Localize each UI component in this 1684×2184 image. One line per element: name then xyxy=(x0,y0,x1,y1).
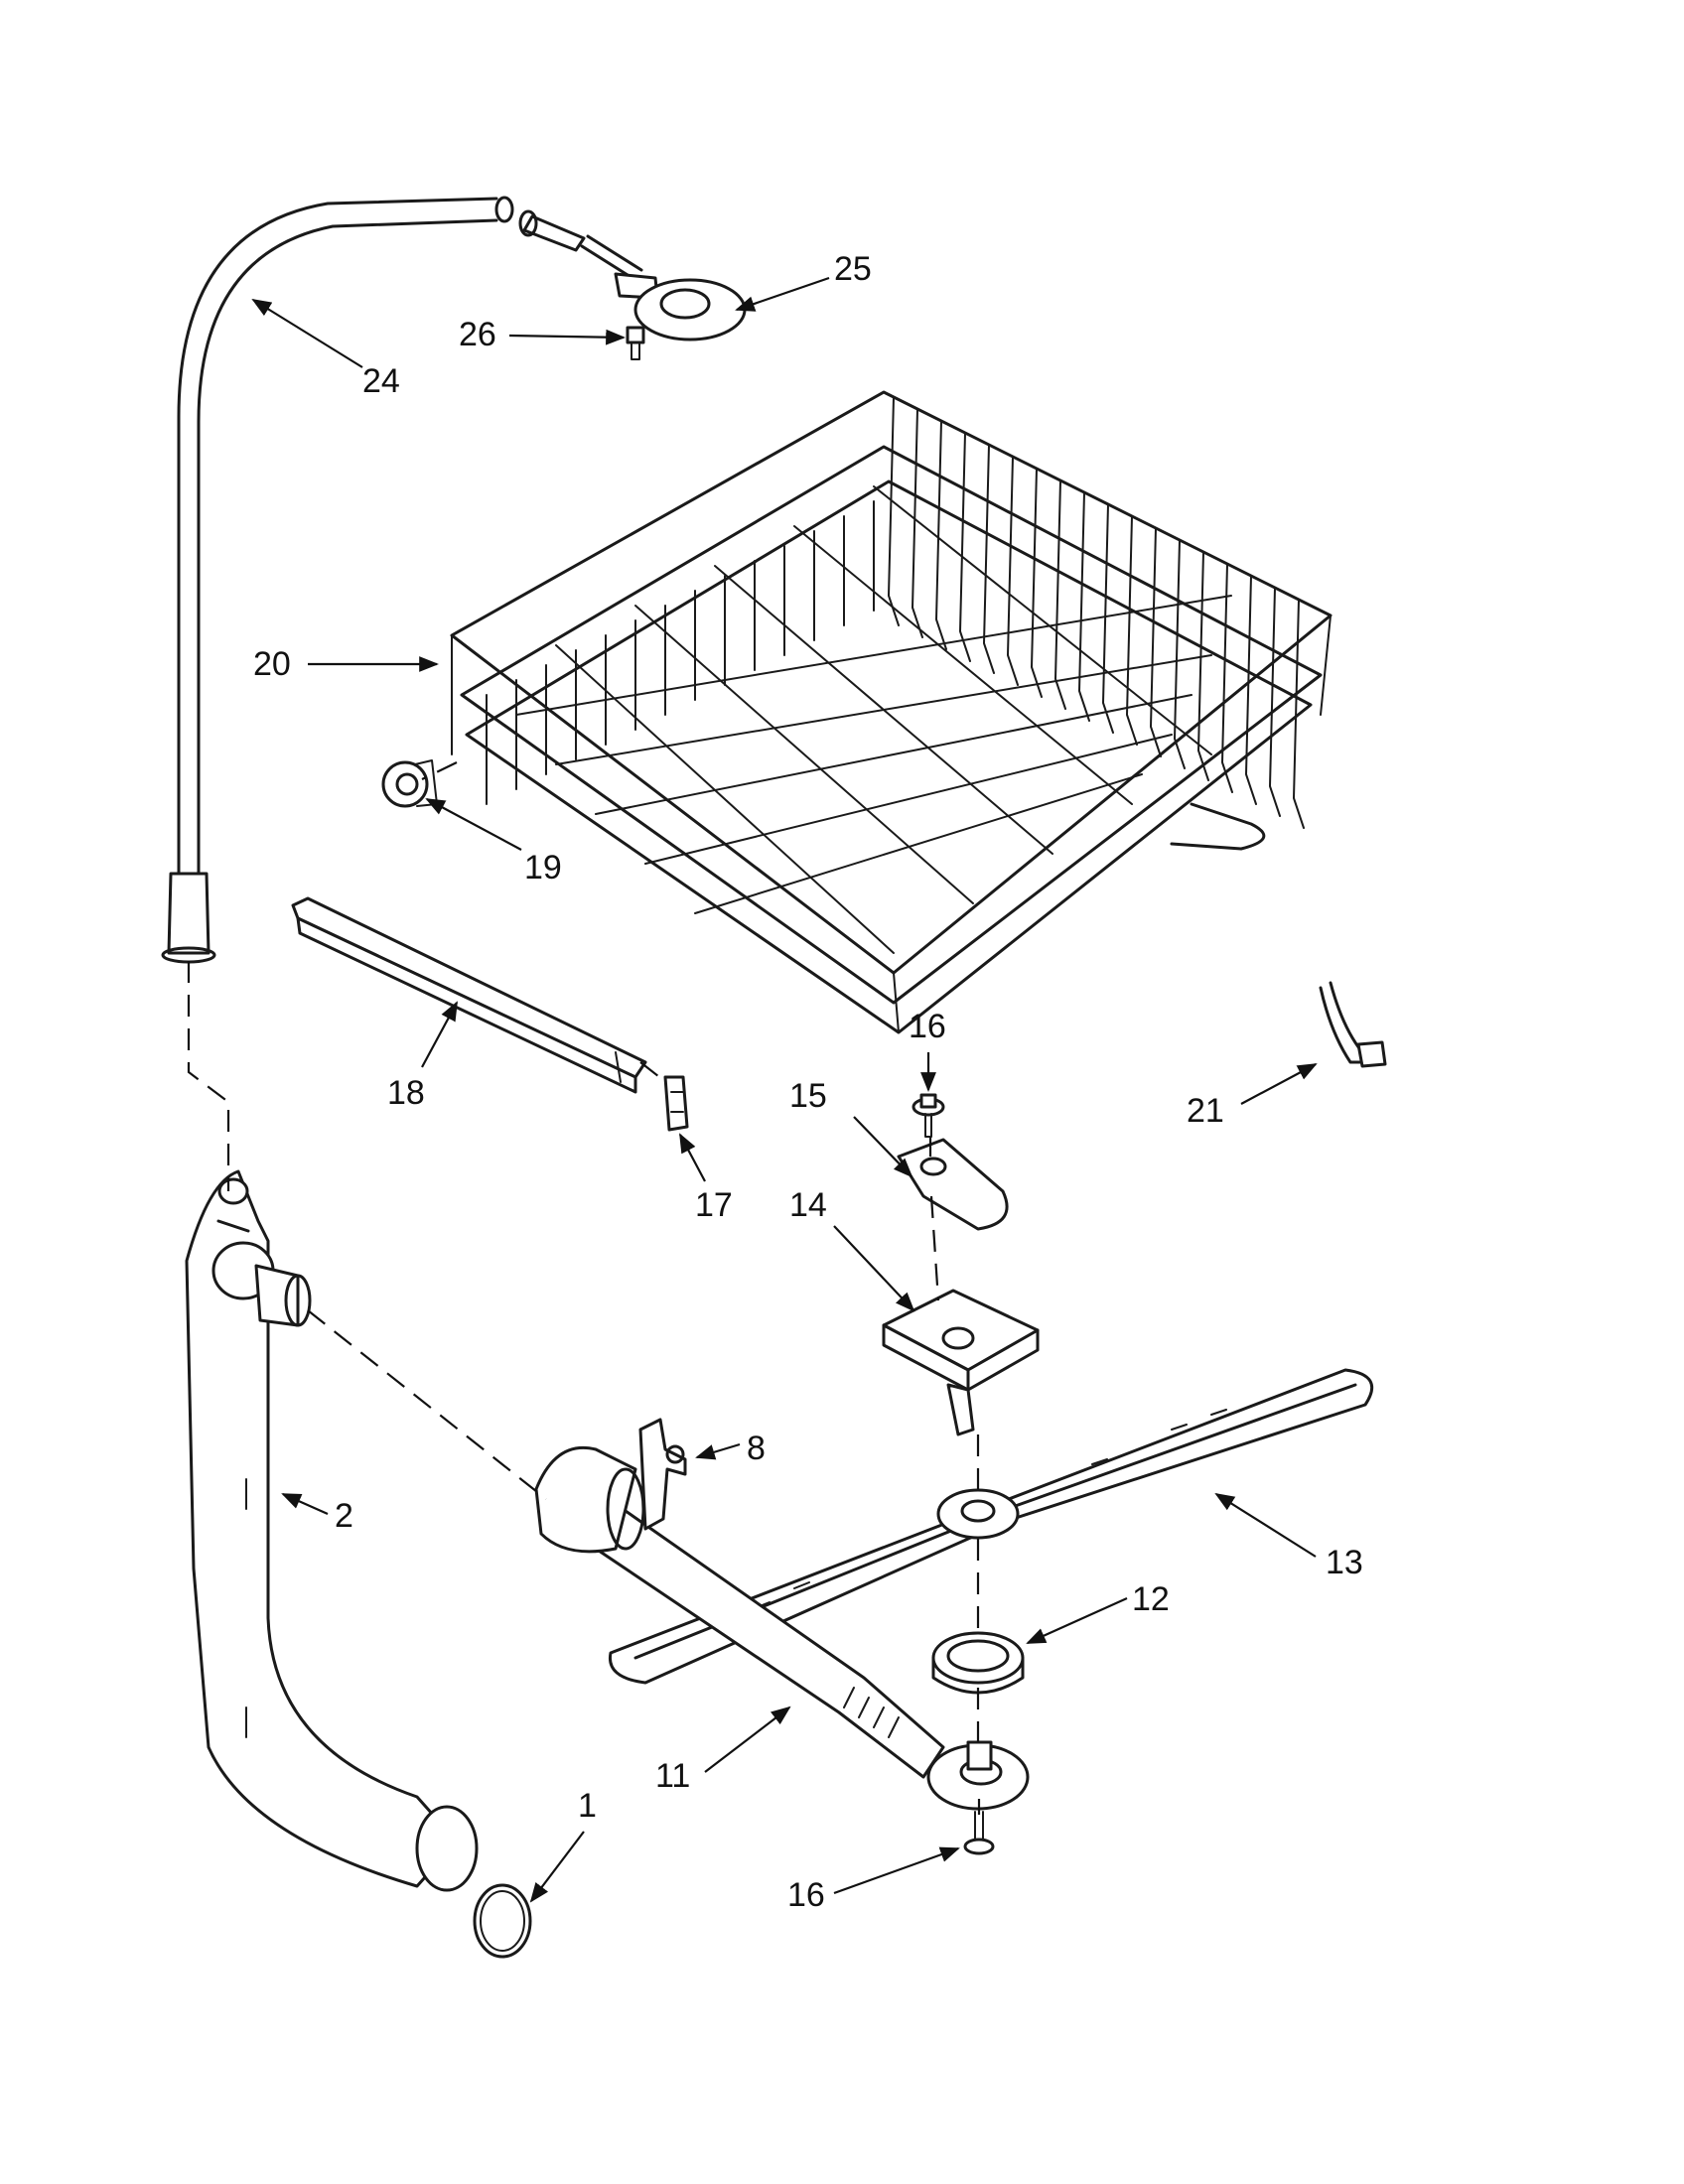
lower-supply-tube-part xyxy=(185,1169,479,1892)
upper-dishrack-part xyxy=(450,390,1333,1034)
upper-spray-feed-part xyxy=(518,209,747,341)
screw-part-26 xyxy=(626,326,645,360)
callout-21: 21 xyxy=(1187,1092,1224,1130)
callout-17: 17 xyxy=(695,1186,733,1224)
o-ring-part xyxy=(473,1883,532,1959)
callout-20: 20 xyxy=(253,645,291,683)
callout-18: 18 xyxy=(387,1074,425,1112)
bearing-mount-part xyxy=(897,1138,1009,1231)
callout-14: 14 xyxy=(789,1186,827,1224)
callout-labels: 24 25 26 20 19 18 17 16 15 14 21 8 2 13 … xyxy=(253,250,1363,1914)
seal-ring-part xyxy=(931,1631,1025,1695)
callout-24: 24 xyxy=(362,362,400,400)
supply-tube-part xyxy=(161,196,514,964)
callout-15: 15 xyxy=(789,1077,827,1115)
rack-track-part xyxy=(291,896,647,1094)
callout-25: 25 xyxy=(834,250,872,288)
callout-8: 8 xyxy=(747,1430,766,1467)
assembly-lines xyxy=(187,761,981,1815)
callout-26: 26 xyxy=(459,316,496,353)
callout-11: 11 xyxy=(655,1757,690,1795)
callout-19: 19 xyxy=(524,849,562,887)
manifold-tube-part xyxy=(534,1445,1030,1811)
leader-arrows xyxy=(251,276,1318,1903)
callout-2: 2 xyxy=(335,1497,353,1535)
callout-12: 12 xyxy=(1132,1580,1170,1618)
spray-arm-clip-part xyxy=(882,1289,1040,1436)
screw-part-16-lower xyxy=(963,1811,995,1855)
screw-part-16-upper xyxy=(912,1093,945,1138)
rack-roller-part xyxy=(381,759,438,808)
callout-16-lower: 16 xyxy=(787,1876,825,1914)
callout-16-upper: 16 xyxy=(909,1008,946,1045)
track-stop-part xyxy=(663,1075,689,1132)
callout-1: 1 xyxy=(578,1787,597,1825)
wire-clip-part xyxy=(1319,981,1387,1068)
bracket-part xyxy=(638,1418,687,1531)
callout-13: 13 xyxy=(1326,1544,1363,1581)
